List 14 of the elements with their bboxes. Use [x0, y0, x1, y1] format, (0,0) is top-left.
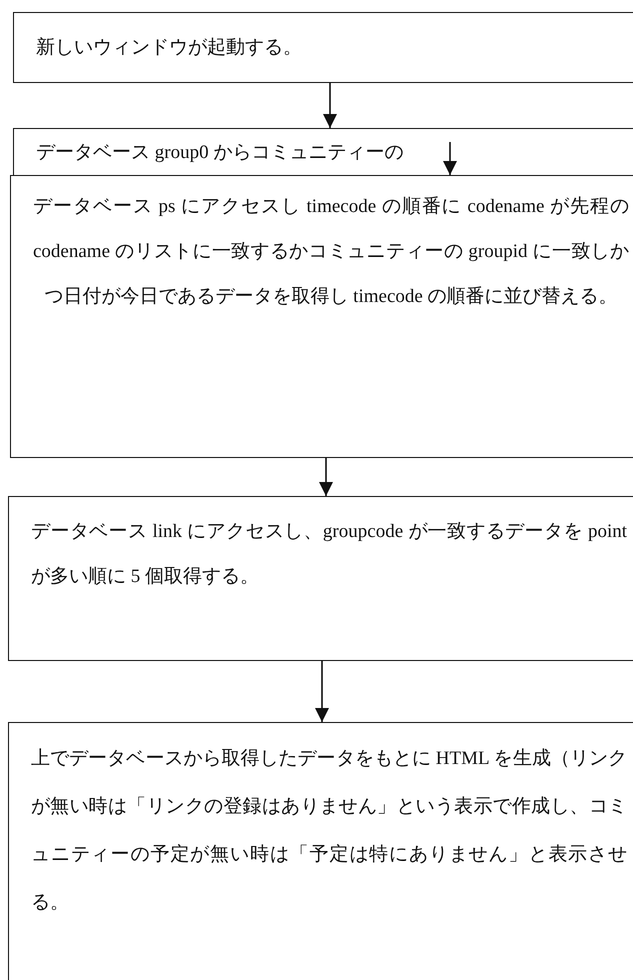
process-box — [8, 496, 633, 661]
step-text: 上でデータベースから取得したデータをもとに HTML を生成（リンクが無い時は「リンクの登録はありません」という表示で作成し、コミュニティーの予定が無い時は「予定は特にありません」と表示させる。 — [31, 747, 627, 915]
step-text: データベース ps にアクセスし timecode の順番に codename が先程の codename のリストに一致するかコミュニティーの groupid に一致しかつ日付が今日であるデータを取得し timecode の順番に並び替える。 — [33, 195, 629, 309]
process-box — [13, 12, 633, 83]
step-text: データベース group0 からコミュニティーの — [36, 141, 404, 165]
process-box — [13, 128, 633, 176]
step-text: データベース link にアクセスし、groupcode が一致するデータを point が多い順に 5 個取得する。 — [31, 520, 627, 589]
arrow — [323, 83, 337, 128]
process-box — [8, 722, 633, 980]
arrow — [319, 458, 333, 496]
step-text: 新しいウィンドウが起動する。 — [36, 36, 303, 60]
arrow — [315, 661, 329, 722]
arrow — [443, 142, 457, 175]
process-box — [10, 175, 633, 458]
